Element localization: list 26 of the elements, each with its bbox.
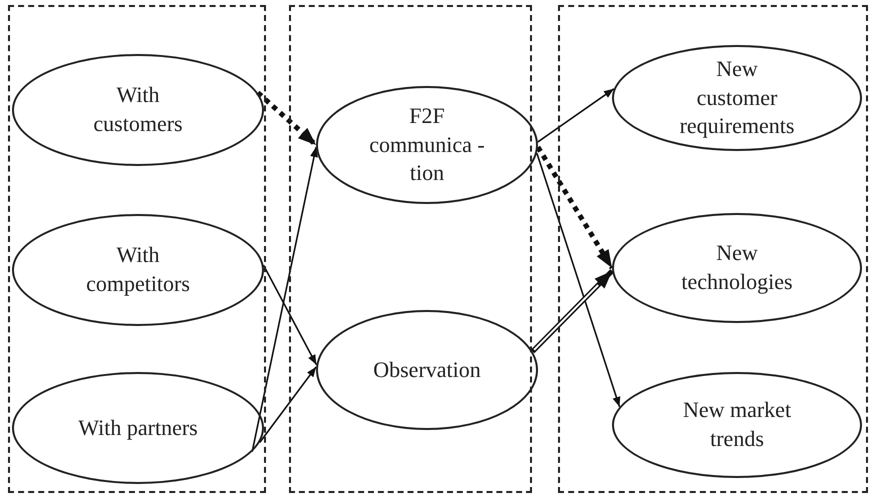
node-label: With competitors bbox=[85, 241, 191, 298]
ellipse-node bbox=[12, 372, 264, 484]
arrow bbox=[536, 146, 614, 270]
node-label: New market trends bbox=[682, 396, 792, 453]
node-label: With partners bbox=[78, 414, 198, 442]
node-label: Observation bbox=[373, 356, 481, 384]
arrow bbox=[251, 146, 318, 452]
ellipse-node bbox=[612, 372, 862, 478]
group-frame bbox=[8, 5, 266, 493]
node-label: New technologies bbox=[680, 239, 794, 296]
ellipse-node bbox=[316, 86, 538, 204]
arrow bbox=[536, 152, 620, 408]
arrow bbox=[256, 90, 318, 147]
group-frame bbox=[558, 5, 868, 493]
ellipse-node bbox=[316, 310, 538, 430]
arrow bbox=[537, 88, 614, 143]
arrow bbox=[530, 269, 614, 354]
ellipse-node bbox=[612, 213, 862, 323]
arrow bbox=[259, 366, 317, 443]
node-label: With customers bbox=[92, 81, 184, 138]
ellipse-node bbox=[12, 54, 264, 166]
node-label: New customer requirements bbox=[678, 55, 796, 140]
ellipse-node bbox=[612, 45, 862, 151]
node-label: F2F communica -tion bbox=[368, 102, 486, 188]
arrow bbox=[262, 264, 318, 366]
ellipse-node bbox=[12, 214, 264, 326]
